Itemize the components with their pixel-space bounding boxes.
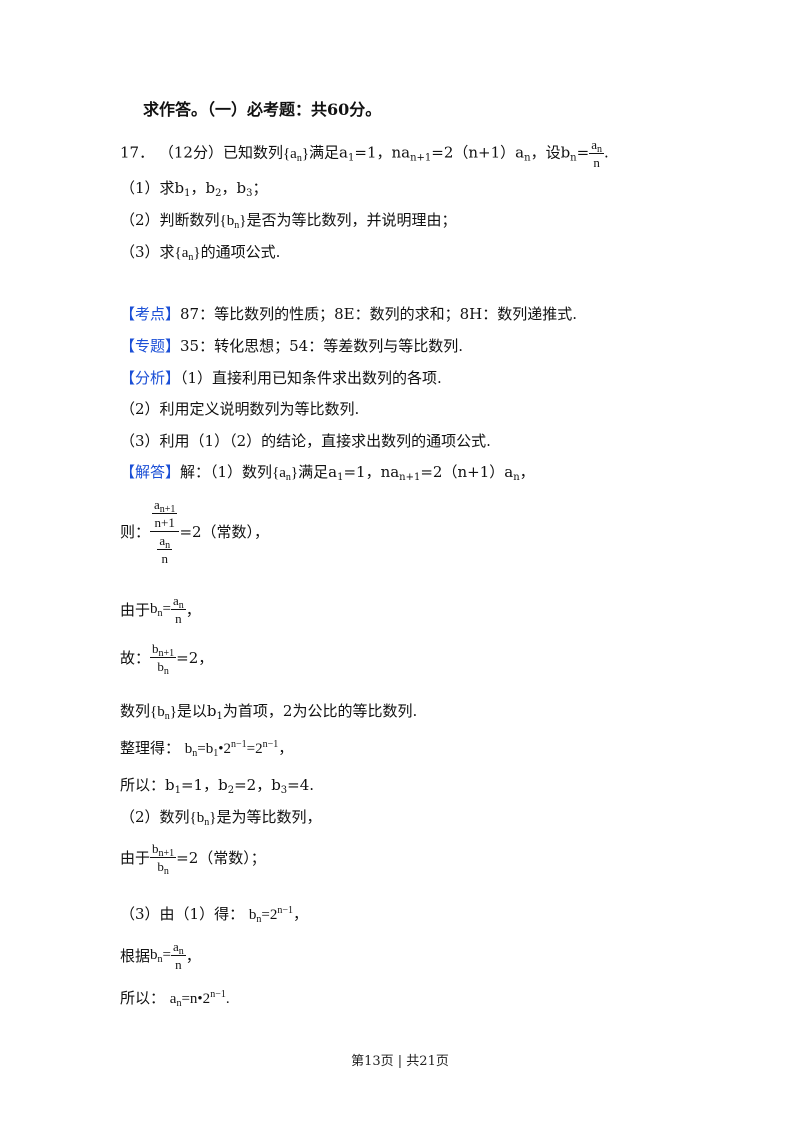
suoyi-line-2: 所以： an=n•2n−1. bbox=[120, 989, 230, 1009]
stem-eq: = bbox=[576, 143, 590, 162]
fenxi-line: 【分析】（1）直接利用已知条件求出数列的各项. bbox=[120, 368, 442, 388]
zhengli-line: 整理得： bn=b1•2n−1=2n−1， bbox=[120, 739, 294, 759]
zhuanti-text: 35：转化思想；54：等差数列与等比数列. bbox=[180, 337, 463, 355]
stem-cond2: =1，na bbox=[354, 143, 411, 162]
zhuanti-line: 【专题】35：转化思想；54：等差数列与等比数列. bbox=[120, 336, 463, 356]
part3-line: （3）由（1）得： bn=2n−1， bbox=[120, 905, 308, 925]
stem-cond3: =2（n+1）a bbox=[431, 143, 525, 162]
part2-line: （2）数列{bn}是为等比数列， bbox=[120, 808, 322, 828]
problem-number: 17． bbox=[120, 143, 155, 162]
suoyi-line-1: 所以：b1=1，b2=2，b3=4. bbox=[120, 776, 315, 796]
page-footer: 第13页 | 共21页 bbox=[351, 1054, 449, 1069]
problem-stem: 已知数列 bbox=[222, 143, 283, 162]
problem-score: （12分） bbox=[158, 143, 223, 162]
part-2: （2）判断数列{bn}是否为等比数列，并说明理由； bbox=[120, 211, 457, 231]
set-an: {an} bbox=[282, 145, 310, 164]
jieda-line: 【解答】解：（1）数列{an}满足a1=1，nan+1=2（n+1）an， bbox=[120, 463, 535, 483]
fenxi-line-2: （2）利用定义说明数列为等比数列. bbox=[120, 400, 360, 418]
fenxi-text: （1）直接利用已知条件求出数列的各项. bbox=[180, 369, 442, 387]
kaodian-text: 87：等比数列的性质；8E：数列的求和；8H：数列递推式. bbox=[180, 305, 577, 323]
jieda-tag: 【解答】 bbox=[120, 463, 181, 481]
geometric-series-line: 数列{bn}是以b1为首项，2为公比的等比数列. bbox=[120, 702, 418, 722]
fenxi-tag: 【分析】 bbox=[120, 369, 181, 387]
problem-statement: 17． （12分）已知数列{an}满足a1=1，nan+1=2（n+1）an，设… bbox=[120, 137, 609, 170]
stem-set: ，设b bbox=[530, 143, 571, 162]
part-3: （3）求{an}的通项公式. bbox=[120, 243, 281, 263]
zhuanti-tag: 【专题】 bbox=[120, 337, 181, 355]
part-1: （1）求b1，b2，b3； bbox=[120, 179, 268, 199]
fenxi-line-3: （3）利用（1）（2）的结论，直接求出数列的通项公式. bbox=[120, 432, 491, 450]
section-title: 求作答。（一）必考题：共60分。 bbox=[143, 100, 382, 119]
kaodian-line: 【考点】87：等比数列的性质；8E：数列的求和；8H：数列递推式. bbox=[120, 304, 577, 324]
stem-cond: 满足a bbox=[309, 143, 348, 162]
kaodian-tag: 【考点】 bbox=[120, 305, 181, 323]
